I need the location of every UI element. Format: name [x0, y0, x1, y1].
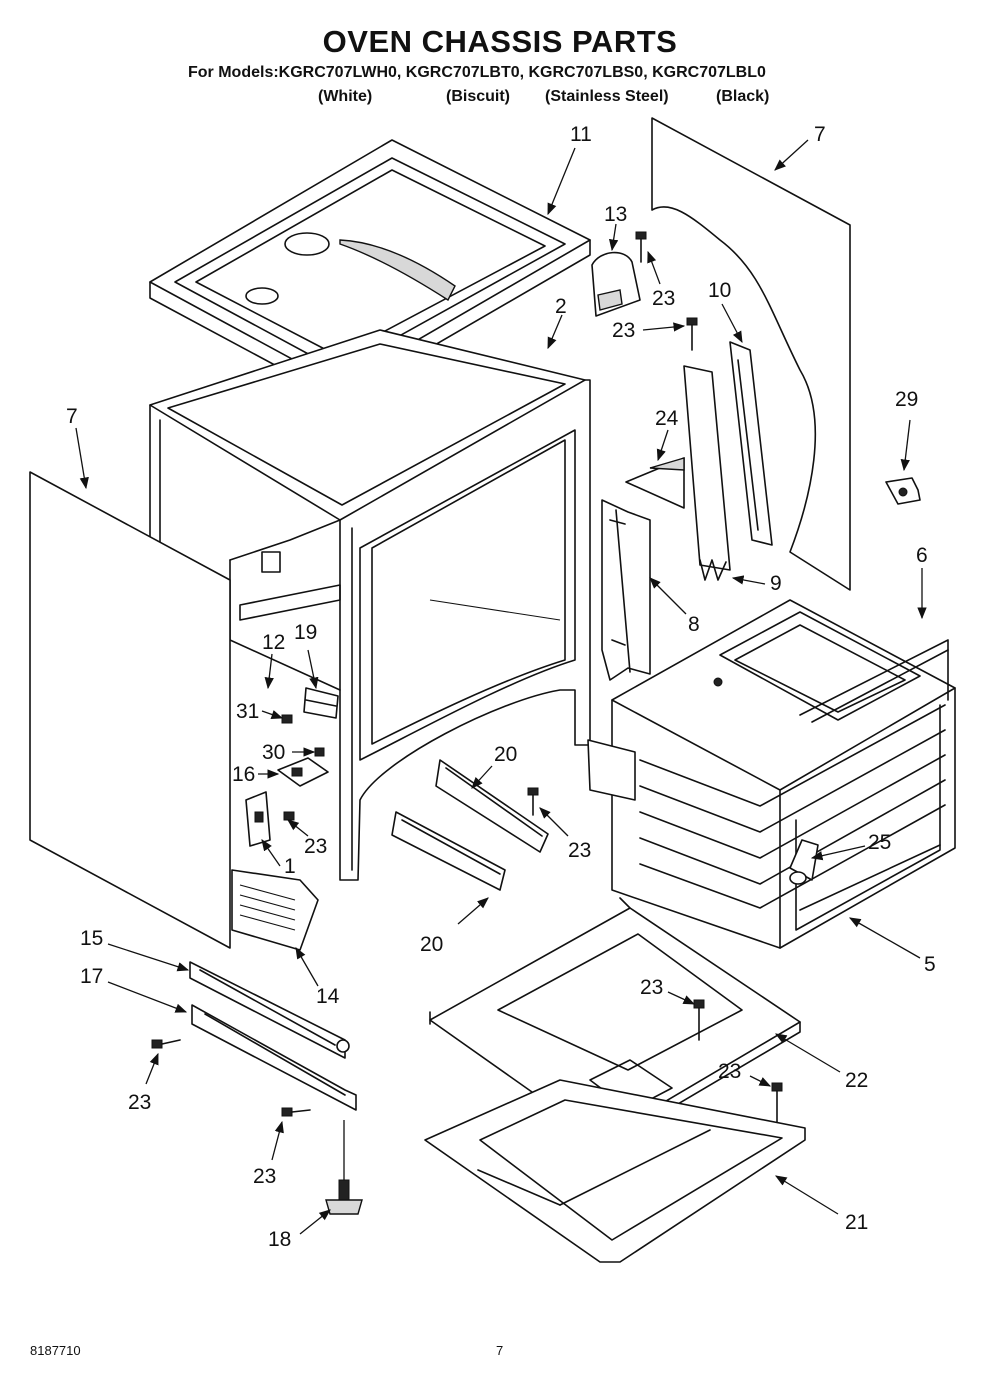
screw-23-mid-right [527, 787, 539, 816]
oven-racks [639, 704, 946, 909]
callout-24: 24 [655, 407, 679, 430]
callout-9: 9 [770, 572, 782, 595]
callout-17: 17 [80, 965, 104, 988]
part-14-vent-box [231, 869, 319, 951]
part-6-oven-liner [587, 599, 956, 949]
part-20-bracket-upper [435, 759, 549, 853]
screw-23-upper-b [686, 317, 698, 351]
callout-6: 6 [916, 544, 928, 567]
callout-8: 8 [688, 613, 700, 636]
part-10-strip [683, 341, 773, 581]
callout-19: 19 [294, 621, 318, 644]
part-25-socket [789, 839, 819, 885]
callout-21: 21 [845, 1211, 869, 1234]
callout-7-rear: 7 [814, 123, 826, 146]
callout-12: 12 [262, 631, 286, 654]
callout-30: 30 [262, 741, 286, 764]
callout-23-e: 23 [128, 1091, 152, 1114]
part-19-bracket [303, 687, 339, 719]
callout-23-b: 23 [612, 319, 636, 342]
page-number: 7 [496, 1343, 504, 1358]
callout-25: 25 [868, 831, 892, 854]
part-18-leveling-leg [325, 1120, 363, 1215]
screw-23-lower-mid [281, 1107, 311, 1117]
callout-5: 5 [924, 953, 936, 976]
screw-23-lower-left [151, 1039, 181, 1049]
variant-biscuit: (Biscuit) [446, 88, 510, 105]
variant-white: (White) [318, 88, 373, 105]
models-line: For Models:KGRC707LWH0, KGRC707LBT0, KGR… [188, 64, 766, 81]
part-13-bracket [591, 251, 641, 317]
part-15-rail [189, 961, 350, 1059]
screw-23-upper-a [635, 231, 647, 263]
part-1-switch [245, 791, 295, 847]
callout-13: 13 [604, 203, 628, 226]
part-17-rail [191, 1004, 357, 1111]
callout-1: 1 [284, 855, 296, 878]
part-29-fitting [885, 477, 921, 505]
part-7-rear-panel [651, 117, 851, 591]
variant-black: (Black) [716, 88, 770, 105]
callout-31: 31 [236, 700, 260, 723]
callout-11: 11 [570, 123, 592, 146]
callout-29: 29 [895, 388, 919, 411]
callout-23-h: 23 [253, 1165, 277, 1188]
callout-18: 18 [268, 1228, 292, 1251]
part-16-terminal-block [277, 757, 329, 787]
leader-lines [75, 139, 927, 1235]
part-7-left-side-panel [29, 471, 231, 949]
callout-23-a: 23 [652, 287, 676, 310]
part-21-bottom-pan [424, 1079, 806, 1263]
callout-22: 22 [845, 1069, 869, 1092]
callout-16: 16 [232, 763, 256, 786]
diagram-title: OVEN CHASSIS PARTS [322, 24, 678, 59]
part-8-channel [601, 499, 651, 681]
screw-31 [281, 714, 293, 724]
callout-2: 2 [555, 295, 567, 318]
callout-10: 10 [708, 279, 732, 302]
callout-23-g: 23 [718, 1060, 742, 1083]
callout-23-f: 23 [640, 976, 664, 999]
callout-7-left: 7 [66, 405, 78, 428]
part-24-wedge [625, 457, 685, 509]
callout-23-d: 23 [568, 839, 592, 862]
callout-23-c: 23 [304, 835, 328, 858]
callout-15: 15 [80, 927, 104, 950]
callout-20-upper: 20 [494, 743, 518, 766]
part-20-bracket-lower [391, 811, 506, 891]
screw-30 [314, 747, 325, 757]
variant-stainless: (Stainless Steel) [545, 88, 669, 105]
document-number: 8187710 [30, 1343, 81, 1358]
callout-20-lower: 20 [420, 933, 444, 956]
callout-14: 14 [316, 985, 340, 1008]
